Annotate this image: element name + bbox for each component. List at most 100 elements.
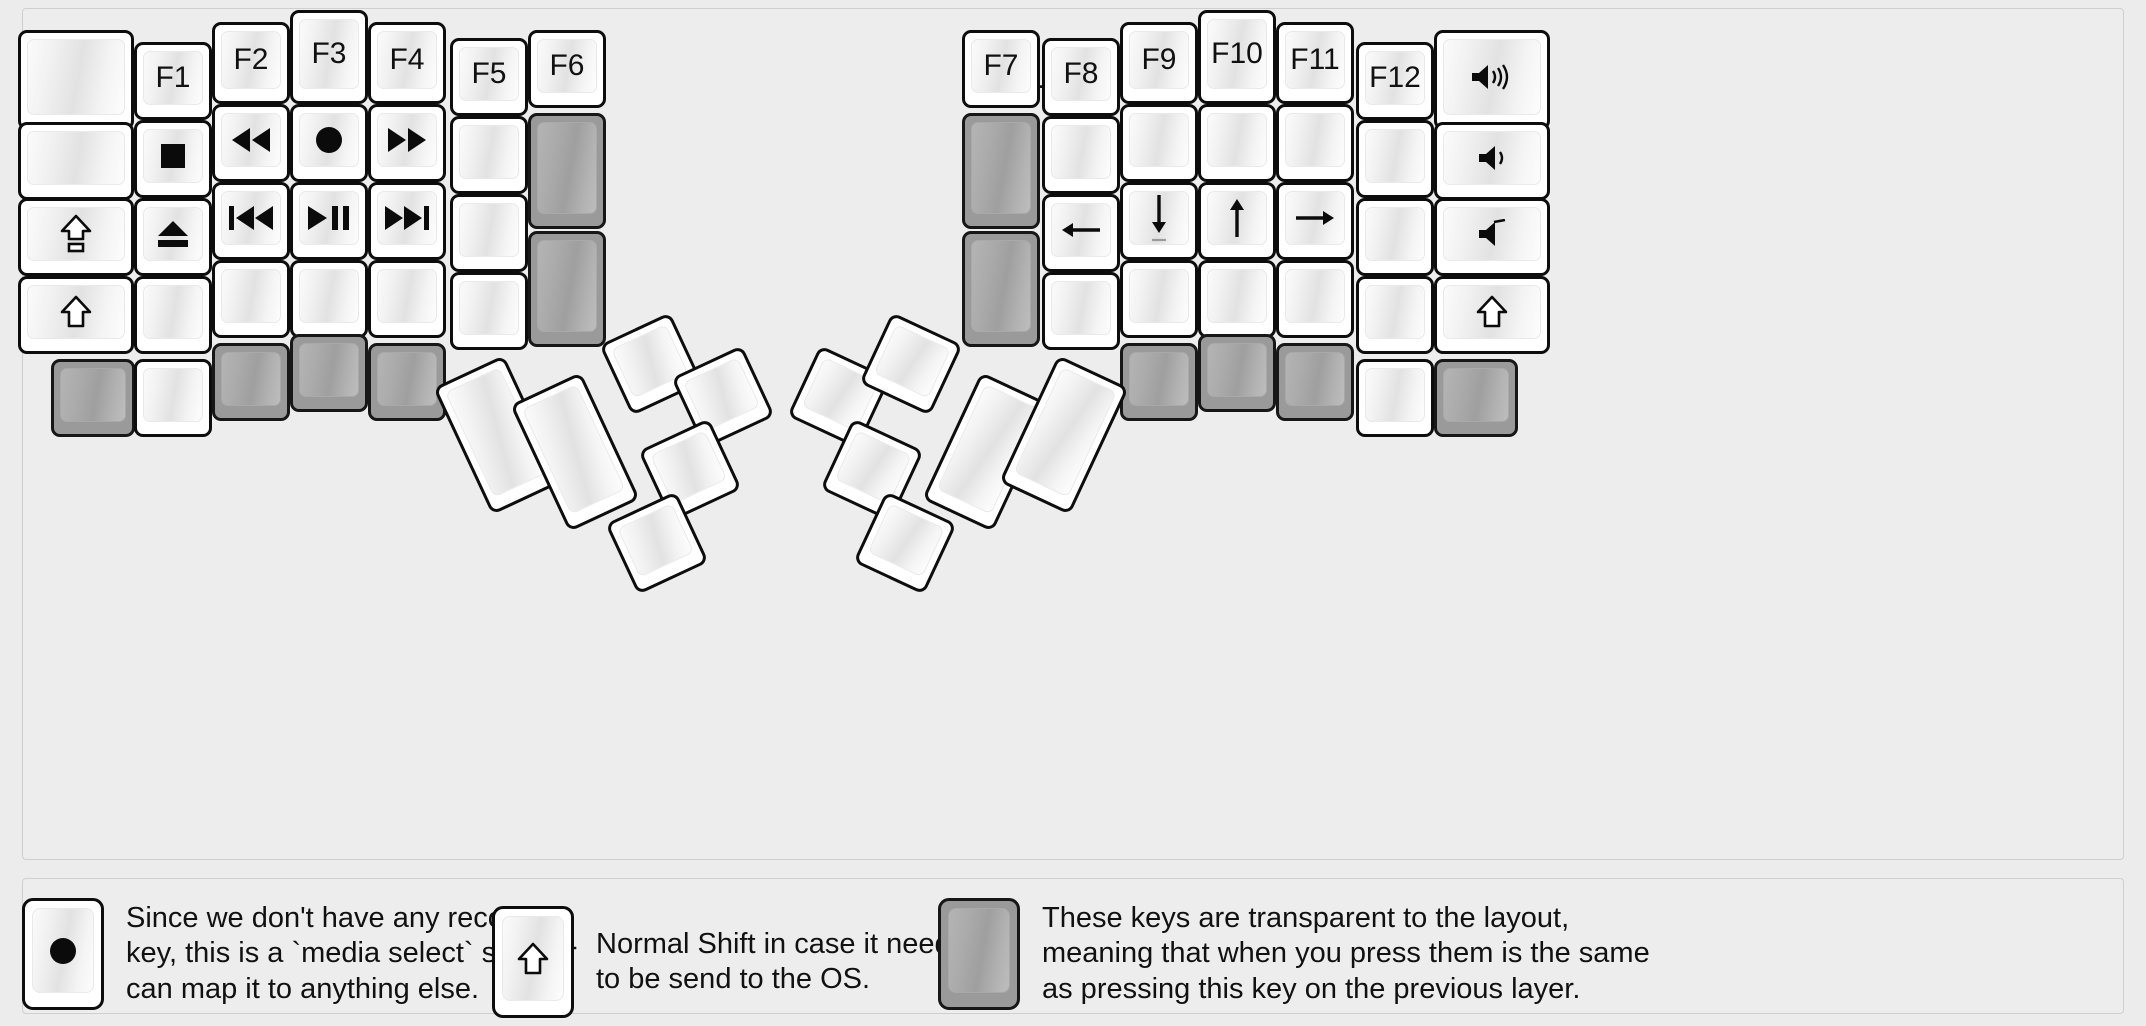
left-key-l-c1-r2[interactable]	[18, 122, 134, 200]
key-label: F6	[549, 49, 585, 82]
right-key-r-c4-r1[interactable]: F10	[1198, 10, 1276, 104]
right-key-r-c7-r5[interactable]	[1434, 359, 1518, 437]
caps-lock-icon	[59, 214, 93, 254]
keycap-surface: F5	[459, 47, 519, 101]
right-key-r-c5-r1[interactable]: F11	[1276, 22, 1354, 104]
left-key-l-c4-r5[interactable]	[290, 334, 368, 412]
right-key-r-c6-r1[interactable]: F12	[1356, 42, 1434, 120]
right-key-r-c2-r2[interactable]	[1042, 116, 1120, 194]
right-key-r-c3-r2[interactable]	[1120, 104, 1198, 182]
left-key-l-c3-r2[interactable]	[212, 104, 290, 182]
keycap-surface	[377, 352, 437, 406]
left-key-l-c7-r2[interactable]	[528, 113, 606, 229]
left-key-l-c4-r4[interactable]	[290, 260, 368, 338]
left-key-l-c4-r2[interactable]	[290, 104, 368, 182]
keycap-surface	[299, 113, 359, 167]
keycap-surface	[143, 129, 203, 183]
right-key-r-c6-r5[interactable]	[1356, 359, 1434, 437]
keycap-surface	[1443, 131, 1541, 185]
right-key-r-c5-r2[interactable]	[1276, 104, 1354, 182]
keycap-surface	[1365, 129, 1425, 183]
keycap-surface	[377, 269, 437, 323]
right-key-r-c2-r4[interactable]	[1042, 272, 1120, 350]
left-key-l-c7-r1[interactable]: F6	[528, 30, 606, 108]
left-key-l-c1-r3[interactable]	[18, 198, 134, 276]
right-key-r-c4-r3[interactable]	[1198, 182, 1276, 260]
keycap-surface	[834, 430, 912, 505]
keycap-surface	[1443, 207, 1541, 261]
right-key-r-c7-r2[interactable]	[1434, 122, 1550, 200]
right-key-r-c6-r2[interactable]	[1356, 120, 1434, 198]
left-key-l-c4-r3[interactable]	[290, 182, 368, 260]
right-key-r-c7-r4[interactable]	[1434, 276, 1550, 354]
left-key-l-c1-r1[interactable]	[18, 30, 134, 130]
right-key-r-c4-r2[interactable]	[1198, 104, 1276, 182]
left-key-l-c2-r5[interactable]	[134, 359, 212, 437]
left-key-l-c2-r2[interactable]	[134, 120, 212, 198]
rewind-icon	[230, 127, 272, 153]
left-key-l-c6-r2[interactable]	[450, 116, 528, 194]
right-key-r-c2-r1[interactable]: F8	[1042, 38, 1120, 116]
keycap-surface	[873, 324, 951, 399]
keycap-surface	[502, 916, 564, 1001]
left-key-l-c3-r5[interactable]	[212, 343, 290, 421]
left-key-l-c7-r3[interactable]	[528, 231, 606, 347]
keycap-surface: F6	[537, 39, 597, 93]
left-key-l-c2-r3[interactable]	[134, 198, 212, 276]
right-key-r-c6-r3[interactable]	[1356, 198, 1434, 276]
left-key-l-c2-r4[interactable]	[134, 276, 212, 354]
right-key-r-c1-r1[interactable]: F7	[962, 30, 1040, 108]
keycap-surface	[299, 269, 359, 323]
key-label: F8	[1063, 57, 1099, 90]
legend-item-2: Normal Shift in case it needs to be send…	[492, 906, 965, 1018]
keycap-surface	[377, 113, 437, 167]
left-key-l-c5-r5[interactable]	[368, 343, 446, 421]
left-key-l-c3-r1[interactable]: F2	[212, 22, 290, 104]
keycap-surface	[143, 207, 203, 261]
legend-sample-key-1	[22, 898, 104, 1010]
left-key-l-c3-r4[interactable]	[212, 260, 290, 338]
right-key-r-c6-r4[interactable]	[1356, 276, 1434, 354]
right-key-r-c5-r5[interactable]	[1276, 343, 1354, 421]
left-key-l-c5-r1[interactable]: F4	[368, 22, 446, 104]
key-label: F4	[389, 43, 425, 76]
right-key-r-c3-r3[interactable]	[1120, 182, 1198, 260]
right-key-r-c7-r3[interactable]	[1434, 198, 1550, 276]
keycap-surface: F10	[1207, 19, 1267, 89]
right-key-r-c3-r1[interactable]: F9	[1120, 22, 1198, 104]
right-key-r-c1-r3[interactable]	[962, 231, 1040, 347]
keycap-surface	[1207, 269, 1267, 323]
left-key-l-c4-r1[interactable]: F3	[290, 10, 368, 104]
left-key-l-c1-r5[interactable]	[51, 359, 135, 437]
volume-up-icon	[1470, 62, 1514, 92]
left-key-l-c1-r4[interactable]	[18, 276, 134, 354]
arrow-down-icon	[1147, 194, 1171, 242]
left-key-l-c5-r2[interactable]	[368, 104, 446, 182]
right-key-r-c4-r5[interactable]	[1198, 334, 1276, 412]
right-key-r-c3-r5[interactable]	[1120, 343, 1198, 421]
left-key-l-c5-r3[interactable]	[368, 182, 446, 260]
keycap-surface	[1365, 207, 1425, 261]
right-key-r-c3-r4[interactable]	[1120, 260, 1198, 338]
left-key-l-c6-r3[interactable]	[450, 194, 528, 272]
left-key-l-c5-r4[interactable]	[368, 260, 446, 338]
keycap-surface: F9	[1129, 31, 1189, 89]
legend-description-1: Since we don't have any recording key, t…	[126, 901, 577, 1005]
keycap-surface	[1051, 281, 1111, 335]
legend-description-3: These keys are transparent to the layout…	[1042, 901, 1650, 1005]
keycap-surface	[27, 207, 125, 261]
right-key-r-c5-r4[interactable]	[1276, 260, 1354, 338]
left-key-l-c6-r1[interactable]: F5	[450, 38, 528, 116]
right-key-r-c4-r4[interactable]	[1198, 260, 1276, 338]
left-key-l-c3-r3[interactable]	[212, 182, 290, 260]
right-key-r-c7-r1[interactable]	[1434, 30, 1550, 130]
keycap-surface	[1207, 113, 1267, 167]
legend-sample-key-2	[492, 906, 574, 1018]
keycap-surface	[299, 343, 359, 397]
right-key-r-c5-r3[interactable]	[1276, 182, 1354, 260]
left-key-l-c2-r1[interactable]: F1	[134, 42, 212, 120]
right-key-r-c1-r2[interactable]	[962, 113, 1040, 229]
shift-arrow-icon	[59, 295, 93, 329]
right-key-r-c2-r3[interactable]	[1042, 194, 1120, 272]
left-key-l-c6-r4[interactable]	[450, 272, 528, 350]
